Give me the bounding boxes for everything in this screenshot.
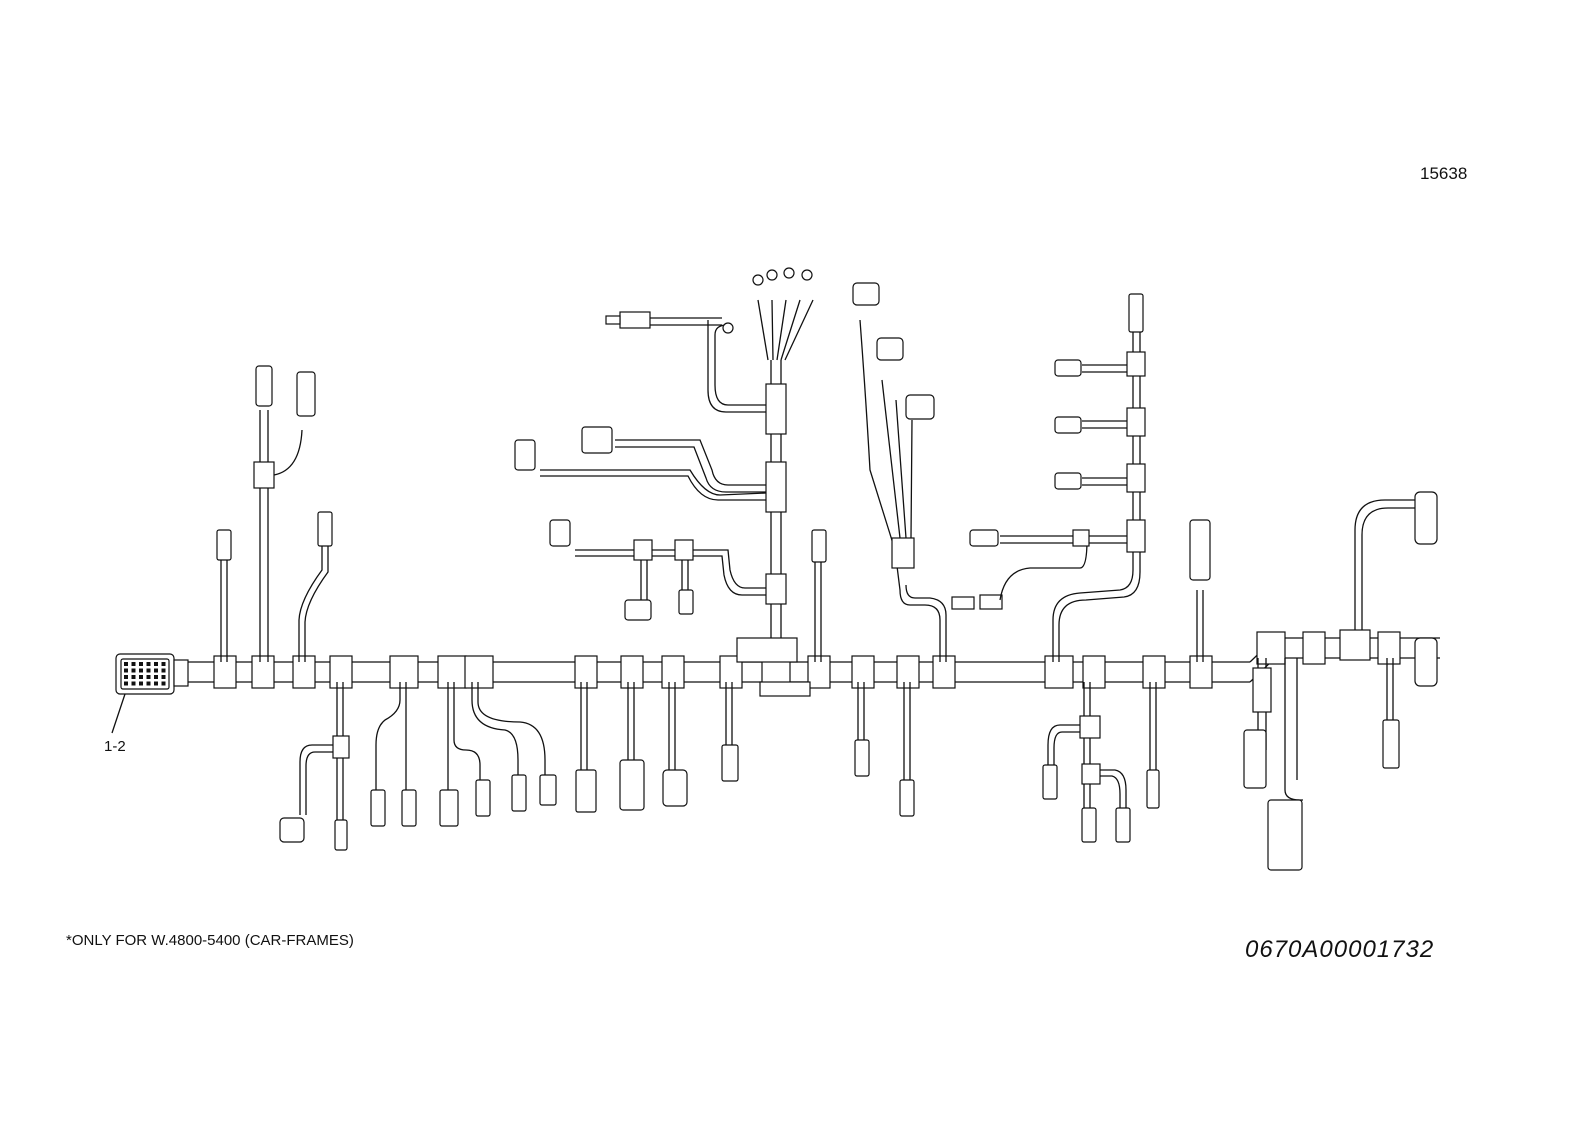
trunk-clip	[1082, 655, 1106, 689]
trunk-clip	[661, 655, 685, 689]
connector-pin	[124, 675, 128, 679]
main-harness-connector-icon	[111, 653, 189, 734]
trunk-clip	[620, 655, 644, 689]
trunk-clip	[1256, 631, 1286, 665]
trunk-clip	[719, 655, 743, 689]
trunk-clip	[896, 655, 920, 689]
trunk-clip	[1189, 655, 1213, 689]
branch-upper-center-right	[811, 282, 1088, 662]
trunk-clip	[213, 655, 237, 689]
connector-pin	[161, 668, 166, 673]
connector-pin	[154, 675, 158, 679]
connector-pin	[146, 668, 151, 673]
branch-upper-right	[969, 293, 1438, 687]
connector-pin	[161, 662, 166, 666]
trunk-clip	[389, 655, 419, 689]
connector-pin	[161, 675, 166, 679]
trunk-clip	[329, 655, 353, 689]
connector-pin	[124, 681, 128, 686]
connector-pin	[124, 662, 128, 666]
connector-pin	[131, 675, 136, 679]
connector-pin	[146, 675, 151, 679]
connector-pin	[131, 668, 136, 673]
trunk-clip	[464, 655, 494, 689]
trunk-clip	[807, 655, 831, 689]
trunk-clip	[574, 655, 598, 689]
connector-pin	[139, 675, 143, 679]
lower-drops	[279, 658, 1400, 871]
part-number: 0670A00001732	[1245, 936, 1435, 963]
footnote: *ONLY FOR W.4800-5400 (CAR-FRAMES)	[66, 932, 354, 949]
trunk-clip	[932, 655, 956, 689]
connector-pin	[139, 681, 143, 686]
branch-center-stem	[514, 267, 814, 697]
trunk-clip	[1377, 631, 1401, 665]
trunk-clips	[213, 631, 1401, 689]
trunk-clip	[1142, 655, 1166, 689]
connector-pin	[139, 668, 143, 673]
connector-pin	[161, 681, 166, 686]
trunk-clip	[1302, 631, 1326, 665]
connector-pin	[146, 681, 151, 686]
branch-upper-left	[216, 365, 333, 662]
connector-pin	[131, 662, 136, 666]
trunk-clip	[292, 655, 316, 689]
connector-pin	[154, 681, 158, 686]
connector-pin	[124, 668, 128, 673]
connector-pin	[139, 662, 143, 666]
figure-number: 15638	[1420, 164, 1468, 183]
connector-pin	[146, 662, 151, 666]
connector-pin	[131, 681, 136, 686]
trunk-clip	[851, 655, 875, 689]
connector-pin	[154, 662, 158, 666]
trunk-clip	[437, 655, 467, 689]
callout-label: 1-2	[104, 738, 126, 755]
trunk-clip	[251, 655, 275, 689]
connector-pin	[154, 668, 158, 673]
